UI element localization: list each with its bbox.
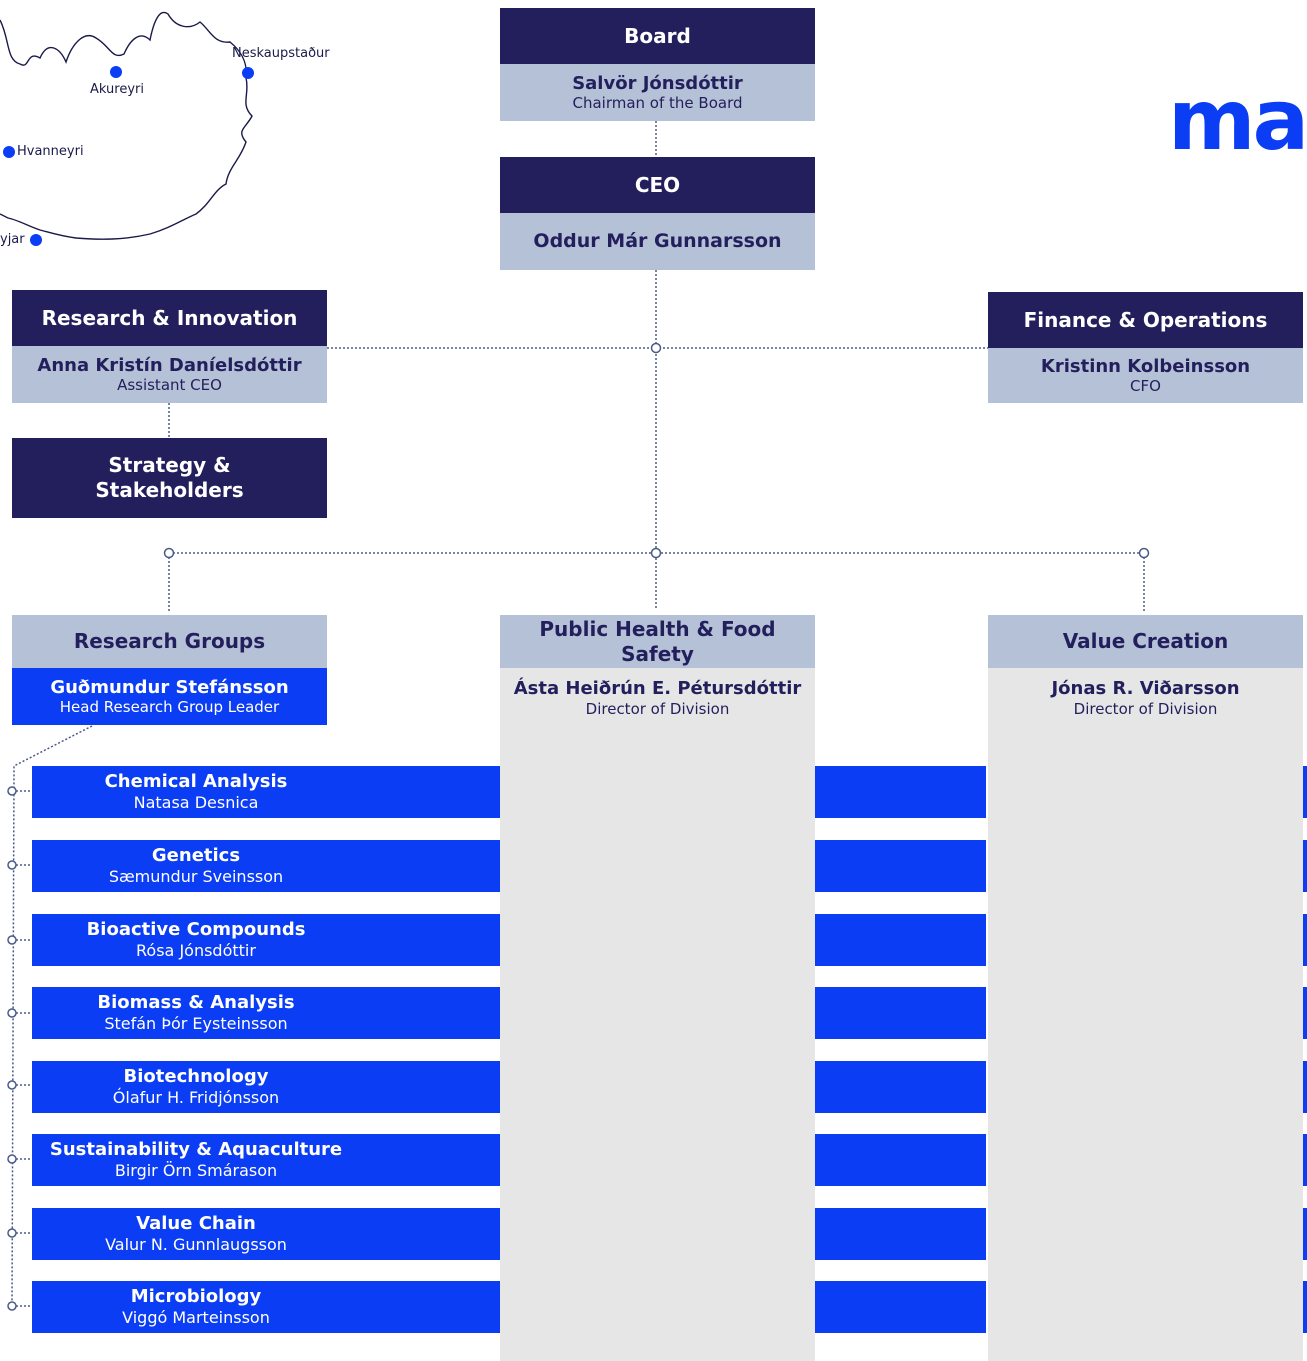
ceo-name: Oddur Már Gunnarsson (533, 230, 782, 253)
research-innovation-person: Anna Kristín Daníelsdóttir Assistant CEO (12, 346, 327, 403)
band-right-6 (1302, 1134, 1307, 1186)
band-right-3 (1302, 914, 1307, 966)
board-header-label: Board (624, 23, 691, 48)
hvanneyri-label: Hvanneyri (17, 144, 84, 159)
finance-header-label: Finance & Operations (1023, 307, 1268, 332)
group-row: Bioactive Compounds Rósa Jónsdóttir (32, 914, 500, 966)
band-right-7 (1302, 1208, 1307, 1260)
public-health-column: Ásta Heiðrún E. Pétursdóttir Director of… (500, 668, 815, 1361)
group-band-segments (815, 766, 1307, 1333)
group-title: Biotechnology (123, 1066, 269, 1088)
westman-islands-dot (30, 234, 42, 246)
neskaupstadur-label: Neskaupstaður (232, 46, 330, 61)
finance-person: Kristinn Kolbeinsson CFO (988, 348, 1303, 403)
band-right-2 (1302, 840, 1307, 892)
group-lead: Ólafur H. Fridjónsson (112, 1087, 280, 1107)
group-row: Value Chain Valur N. Gunnlaugsson (32, 1208, 500, 1260)
group-lead: Stefán Þór Eysteinsson (104, 1013, 288, 1033)
ceo-header-label: CEO (634, 172, 681, 197)
board-header: Board (500, 8, 815, 64)
value-creation-name: Jónas R. Viðarsson (1051, 678, 1240, 699)
strategy-stakeholders-box: Strategy & Stakeholders (12, 438, 327, 518)
band-right-4 (1302, 987, 1307, 1039)
band-right-1 (1302, 766, 1307, 818)
band-mid-4 (815, 987, 986, 1039)
band-mid-5 (815, 1061, 986, 1113)
group-row: Biomass & Analysis Stefán Þór Eysteinsso… (32, 987, 500, 1039)
value-creation-header: Value Creation (988, 615, 1303, 668)
research-groups-name: Guðmundur Stefánsson (50, 676, 289, 698)
group-lead: Natasa Desnica (133, 792, 259, 812)
group-lead: Sæmundur Sveinsson (108, 866, 284, 886)
research-innovation-role: Assistant CEO (117, 376, 222, 395)
board-person: Salvör Jónsdóttir Chairman of the Board (500, 64, 815, 121)
ceo-header: CEO (500, 157, 815, 213)
group-title: Genetics (151, 845, 241, 867)
public-health-header: Public Health & Food Safety (500, 615, 815, 668)
strategy-line2: Stakeholders (95, 478, 244, 502)
band-mid-3 (815, 914, 986, 966)
akureyri-dot (110, 66, 122, 78)
group-title: Biomass & Analysis (97, 992, 295, 1014)
research-innovation-header: Research & Innovation (12, 290, 327, 346)
group-row: Microbiology Viggó Marteinsson (32, 1281, 500, 1333)
value-creation-header-label: Value Creation (1062, 629, 1229, 653)
group-title: Bioactive Compounds (86, 919, 306, 941)
group-row: Genetics Sæmundur Sveinsson (32, 840, 500, 892)
westman-islands-label: yjar (0, 232, 25, 247)
public-health-name: Ásta Heiðrún E. Pétursdóttir (513, 678, 802, 699)
iceland-map-outline (0, 11, 253, 240)
public-health-header-label: Public Health & Food Safety (539, 616, 776, 666)
band-right-5 (1302, 1061, 1307, 1113)
finance-operations-header: Finance & Operations (988, 292, 1303, 348)
group-title: Sustainability & Aquaculture (49, 1139, 343, 1161)
company-logo: ma (1168, 71, 1307, 169)
group-lead: Birgir Örn Smárason (114, 1160, 278, 1180)
group-row: Chemical Analysis Natasa Desnica (32, 766, 500, 818)
research-groups-role: Head Research Group Leader (59, 698, 280, 717)
band-mid-7 (815, 1208, 986, 1260)
research-groups-header: Research Groups (12, 615, 327, 668)
hvanneyri-dot (3, 146, 15, 158)
band-mid-6 (815, 1134, 986, 1186)
band-mid-1 (815, 766, 986, 818)
neskaupstadur-dot (242, 67, 254, 79)
research-innovation-header-label: Research & Innovation (41, 305, 298, 330)
research-groups-person: Guðmundur Stefánsson Head Research Group… (12, 668, 327, 725)
board-role: Chairman of the Board (572, 94, 743, 113)
group-row: Biotechnology Ólafur H. Fridjónsson (32, 1061, 500, 1113)
board-name: Salvör Jónsdóttir (572, 72, 743, 94)
group-title: Chemical Analysis (104, 771, 288, 793)
group-lead: Viggó Marteinsson (122, 1307, 270, 1327)
group-lead: Rósa Jónsdóttir (136, 940, 256, 960)
group-title: Value Chain (136, 1213, 256, 1235)
band-mid-8 (815, 1281, 986, 1333)
research-groups-header-label: Research Groups (73, 629, 266, 653)
group-title: Microbiology (130, 1286, 262, 1308)
finance-role: CFO (1130, 377, 1161, 396)
value-creation-role: Director of Division (1073, 699, 1218, 718)
ceo-person: Oddur Már Gunnarsson (500, 213, 815, 270)
group-lead: Valur N. Gunnlaugsson (105, 1234, 287, 1254)
research-innovation-name: Anna Kristín Daníelsdóttir (37, 354, 302, 376)
akureyri-label: Akureyri (90, 82, 144, 97)
public-health-role: Director of Division (585, 699, 730, 718)
group-row: Sustainability & Aquaculture Birgir Örn … (32, 1134, 500, 1186)
band-mid-2 (815, 840, 986, 892)
finance-name: Kristinn Kolbeinsson (1040, 355, 1251, 377)
strategy-line1: Strategy & (108, 453, 231, 477)
value-creation-column: Jónas R. Viðarsson Director of Division (988, 668, 1303, 1361)
band-right-8 (1302, 1281, 1307, 1333)
